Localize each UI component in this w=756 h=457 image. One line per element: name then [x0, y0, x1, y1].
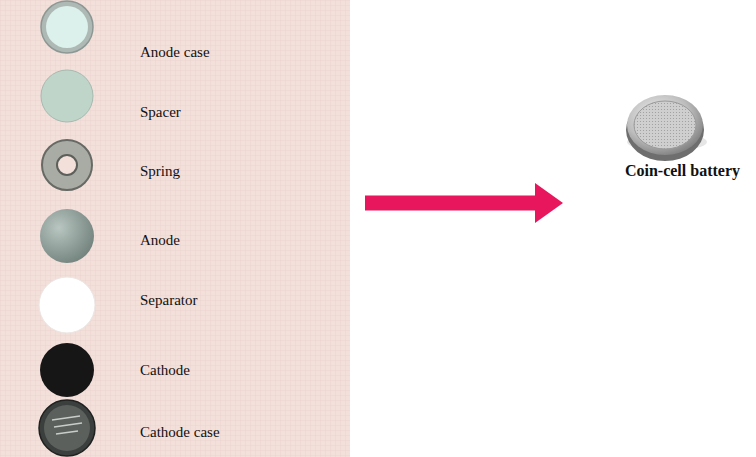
product-caption: Coin-cell battery	[625, 162, 740, 180]
spring-photo	[42, 140, 92, 190]
battery-texture	[634, 101, 696, 149]
paper-texture	[0, 0, 350, 457]
spring-hole	[57, 155, 77, 175]
battery-face	[634, 101, 696, 149]
cathode-case-photo	[39, 400, 95, 456]
case-face	[44, 405, 90, 451]
case-inside	[46, 6, 88, 48]
separator-photo	[39, 277, 95, 333]
part-label: Separator	[140, 291, 197, 309]
case-engraving	[52, 416, 82, 434]
anode-case-photo	[41, 1, 93, 53]
case-rim	[39, 400, 95, 456]
parts-panel: Anode caseSpacerSpringAnodeSeparatorCath…	[0, 0, 350, 457]
anode-photo	[40, 209, 94, 263]
part-label: Anode case	[140, 43, 210, 61]
battery-group: Coin-cell battery	[586, 80, 746, 188]
spring-ring	[42, 140, 92, 190]
part-label: Cathode	[140, 361, 190, 379]
flow-arrow	[365, 196, 535, 211]
cathode-photo	[40, 343, 94, 397]
battery-top	[627, 95, 703, 155]
spacer-photo	[41, 70, 93, 122]
part-label: Anode	[140, 231, 180, 249]
part-label: Spacer	[140, 103, 181, 121]
photo-ground	[0, 0, 350, 457]
part-label: Spring	[140, 162, 180, 180]
part-label: Cathode case	[140, 423, 220, 441]
coin-cell-photo	[626, 95, 707, 161]
case-rim	[41, 1, 93, 53]
